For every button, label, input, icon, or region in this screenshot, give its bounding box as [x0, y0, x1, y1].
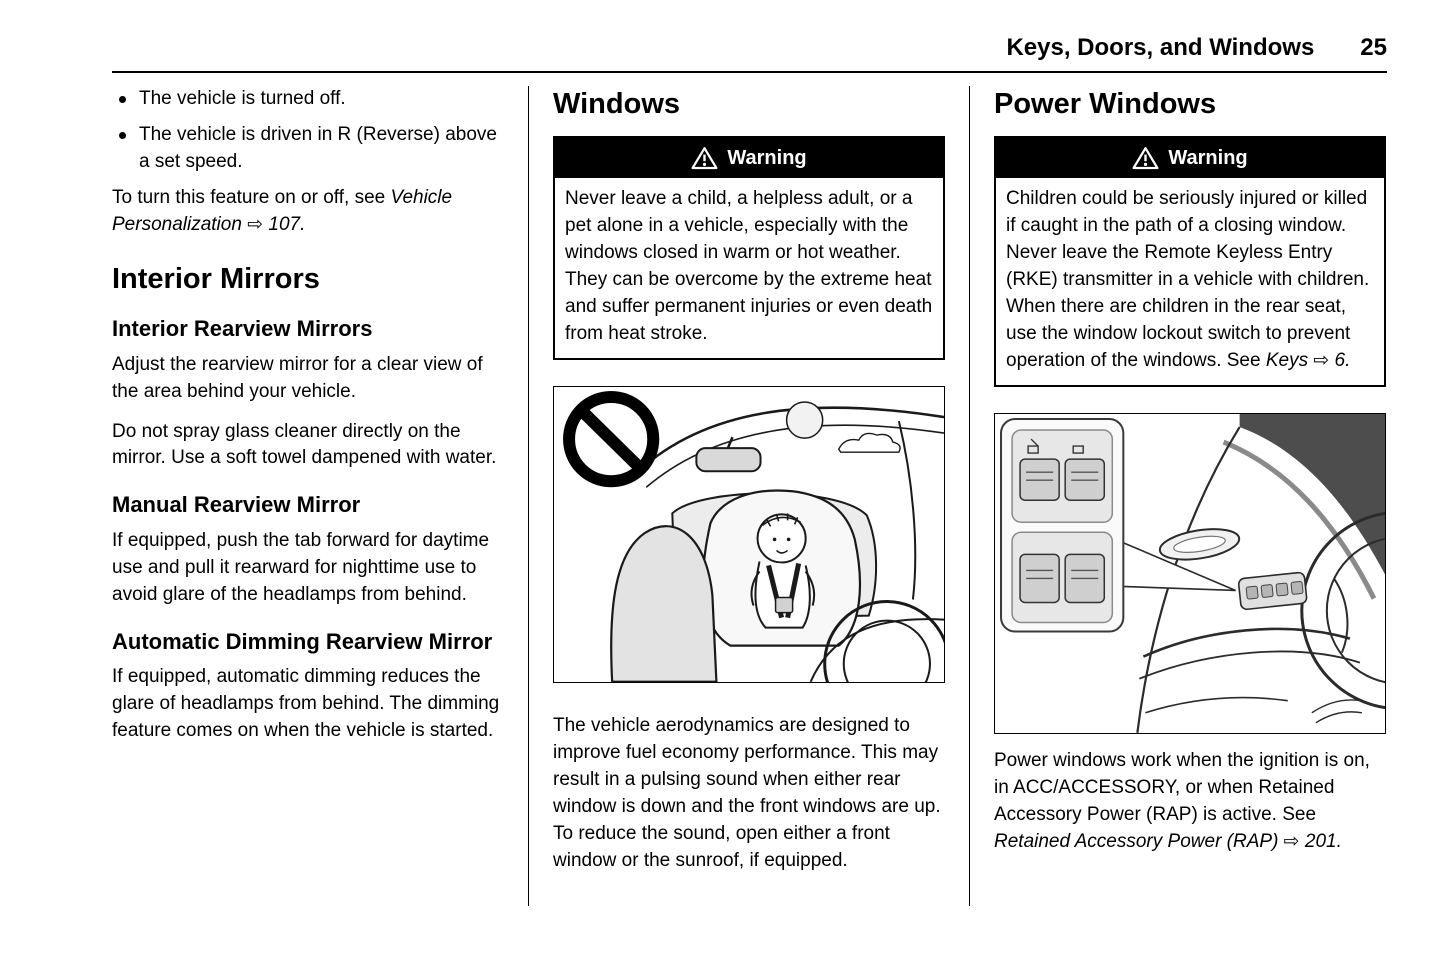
paragraph: If equipped, automatic dimming reduces t…: [112, 666, 500, 742]
cross-reference: Keys ⇨ 6.: [1265, 350, 1351, 372]
subheading-manual-rearview-mirror: Manual Rearview Mirror: [112, 492, 361, 518]
paragraph-personalization: To turn this feature on or off, see Vehi…: [112, 185, 504, 239]
cross-reference: Retained Accessory Power (RAP) ⇨ 201.: [994, 830, 1342, 852]
bullet-icon: [119, 96, 126, 103]
dashboard-shadow-shape: [1239, 414, 1385, 575]
warning-title: Warning: [1168, 146, 1248, 169]
front-seat-shape: [610, 525, 718, 682]
section-heading-power-windows: Power Windows: [994, 88, 1217, 120]
bullet-text: The vehicle is driven in R (Reverse) abo…: [139, 123, 497, 172]
moon-shape: [785, 401, 824, 440]
power-window-switch-illustration: [1000, 414, 1385, 733]
page-header: Keys, Doors, and Windows 25: [112, 34, 1387, 62]
child-in-vehicle-illustration: [563, 391, 944, 682]
bullet-text: The vehicle is turned off.: [139, 88, 346, 109]
warning-box: Warning Children could be seriously inju…: [994, 136, 1386, 388]
door-handle-shape: [1158, 528, 1241, 561]
paragraph: Do not spray glass cleaner directly on t…: [112, 420, 497, 469]
warning-header: Warning: [996, 138, 1384, 179]
window-switch-panel-shape: [1000, 418, 1125, 633]
cross-reference: Vehicle Personalization ⇨ 107.: [112, 186, 453, 235]
bullet-icon: [119, 131, 126, 139]
warning-text: Children could be seriously injured or k…: [996, 178, 1384, 385]
column-middle: Windows Warning Never leave a child, a h…: [553, 86, 945, 906]
warning-text: Never leave a child, a helpless adult, o…: [565, 188, 933, 345]
column-right: Power Windows Warning Children could be …: [994, 86, 1386, 906]
paragraph: If equipped, push the tab forward for da…: [112, 529, 490, 605]
figure-child-in-vehicle: [553, 386, 945, 683]
chapter-title: Keys, Doors, and Windows: [1006, 34, 1315, 61]
warning-icon: [1132, 147, 1159, 170]
content-columns: The vehicle is turned off. The vehicle i…: [112, 86, 1387, 906]
armrest-shape: [1142, 627, 1351, 658]
cloud-shape: [837, 432, 901, 454]
warning-icon: [691, 147, 718, 170]
column-divider: [528, 86, 529, 906]
child-head-shape: [756, 513, 807, 564]
section-heading-interior-mirrors: Interior Mirrors: [112, 262, 320, 295]
paragraph: Adjust the rearview mirror for a clear v…: [112, 353, 483, 402]
rearview-mirror-shape: [695, 447, 762, 473]
warning-box: Warning Never leave a child, a helpless …: [553, 136, 945, 361]
warning-title: Warning: [727, 146, 807, 169]
subheading-interior-rearview-mirrors: Interior Rearview Mirrors: [112, 316, 373, 342]
paragraph-text: Power windows work when the ignition is …: [994, 749, 1370, 825]
paragraph-power-windows: Power windows work when the ignition is …: [994, 748, 1386, 856]
steering-wheel-shape: [1300, 512, 1385, 710]
list-item: The vehicle is turned off.: [112, 86, 504, 113]
section-heading-windows: Windows: [553, 88, 681, 120]
column-left: The vehicle is turned off. The vehicle i…: [112, 86, 504, 906]
header-rule: [112, 71, 1387, 73]
door-switch-bank-shape: [1237, 571, 1308, 611]
warning-text-main: Children could be seriously injured or k…: [1006, 188, 1370, 372]
paragraph-aerodynamics: The vehicle aerodynamics are designed to…: [553, 714, 941, 871]
column-divider: [969, 86, 970, 906]
figure-power-window-switches: [994, 413, 1386, 734]
prohibition-icon: [563, 391, 660, 488]
page-number: 25: [1360, 34, 1387, 61]
steering-wheel-shape: [823, 600, 944, 682]
warning-header: Warning: [555, 138, 943, 179]
subheading-automatic-dimming-rearview-mirror: Automatic Dimming Rearview Mirror: [112, 628, 493, 654]
paragraph-text: To turn this feature on or off, see: [112, 186, 391, 208]
list-item: The vehicle is driven in R (Reverse) abo…: [112, 122, 504, 176]
